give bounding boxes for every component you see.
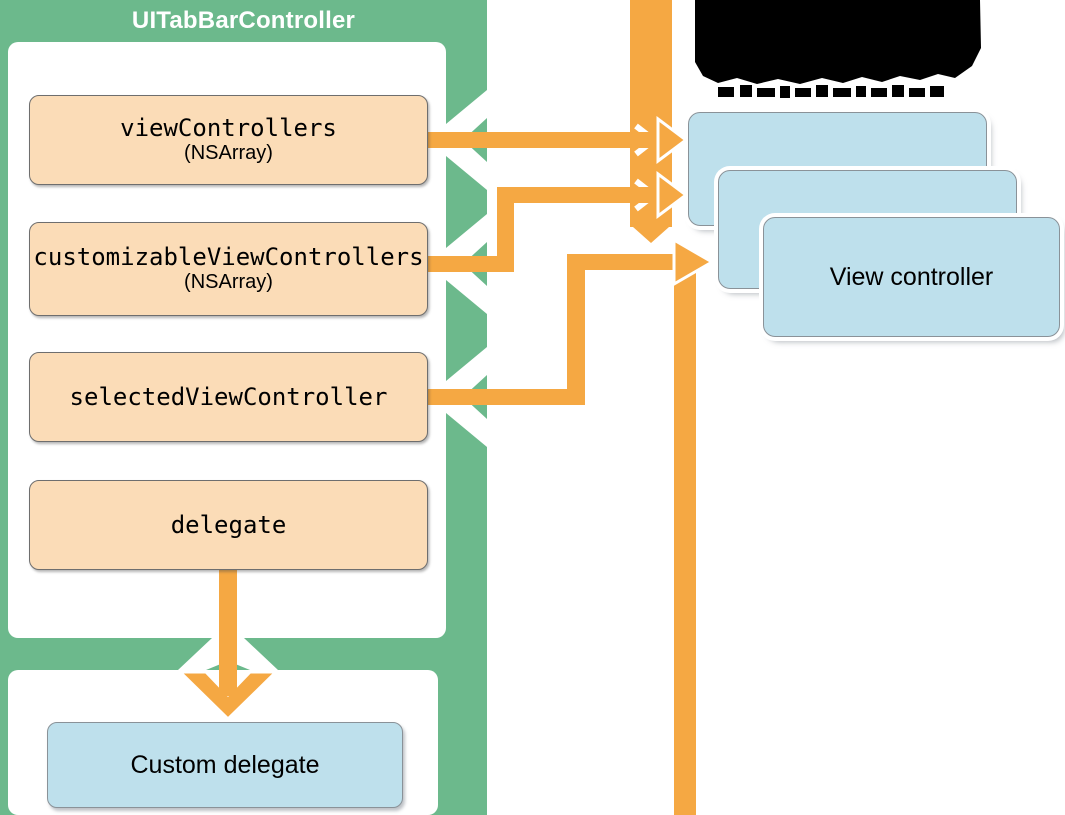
view-controller-card: View controller (763, 217, 1060, 337)
view-controller-label: View controller (829, 262, 994, 291)
property-box-customizableviewcontrollers: customizableViewControllers (NSArray) (29, 222, 428, 316)
property-box-viewcontrollers: viewControllers (NSArray) (29, 95, 428, 185)
custom-delegate-label: Custom delegate (130, 750, 320, 779)
property-type: (NSArray) (184, 142, 273, 165)
property-box-delegate: delegate (29, 480, 428, 570)
custom-delegate-box: Custom delegate (47, 722, 403, 808)
top-incoming-arrow (630, 0, 672, 243)
obscured-caption-fragments (718, 85, 944, 98)
property-name: delegate (170, 510, 287, 539)
container-title: UITabBarController (131, 7, 356, 34)
property-type: (NSArray) (184, 271, 273, 294)
bottom-vertical-connector (674, 261, 696, 815)
property-name: selectedViewController (69, 382, 388, 411)
property-box-selectedviewcontroller: selectedViewController (29, 352, 428, 442)
property-name: viewControllers (120, 113, 337, 142)
property-name: customizableViewControllers (33, 242, 424, 271)
